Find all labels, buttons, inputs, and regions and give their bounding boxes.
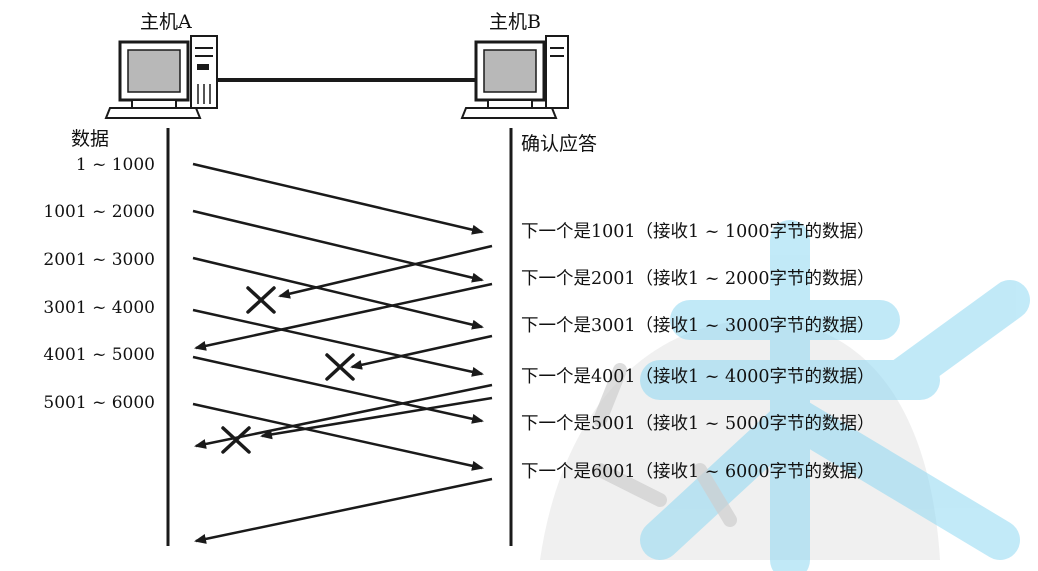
host-b-label: 主机B xyxy=(489,11,541,33)
sender-axis-label: 数据 xyxy=(71,128,110,150)
loss-markers xyxy=(221,286,355,454)
segment-label-1: 1 ~ 1000 xyxy=(75,155,155,175)
loss-x-icon-2 xyxy=(325,353,355,381)
segment-label-2: 1001 ~ 2000 xyxy=(43,202,155,222)
ack-label-5: 下一个是5001（接收1 ~ 5000字节的数据） xyxy=(521,414,875,434)
ack-label-6: 下一个是6001（接收1 ~ 6000字节的数据） xyxy=(521,462,875,482)
segment-label-3: 2001 ~ 3000 xyxy=(43,250,155,270)
ack-arrow-5-lost xyxy=(260,396,493,440)
host-a-computer-icon xyxy=(104,35,218,119)
ack-label-1: 下一个是1001（接收1 ~ 1000字节的数据） xyxy=(521,222,875,242)
ack-arrow-2 xyxy=(194,282,493,351)
loss-x-icon-1 xyxy=(246,286,276,314)
host-b-computer-icon xyxy=(460,35,569,119)
segment-label-6: 5001 ~ 6000 xyxy=(43,393,155,413)
ack-arrows xyxy=(194,244,493,544)
data-arrow-2 xyxy=(192,209,484,283)
data-arrow-1 xyxy=(192,162,484,235)
receiver-axis-label: 确认应答 xyxy=(521,133,598,155)
host-a-label: 主机A xyxy=(140,11,192,33)
segment-label-5: 4001 ~ 5000 xyxy=(43,345,155,365)
ack-label-3: 下一个是3001（接收1 ~ 3000字节的数据） xyxy=(521,316,875,336)
data-arrow-3 xyxy=(192,256,484,330)
ack-arrow-1-lost xyxy=(278,244,493,299)
data-arrow-5 xyxy=(192,355,484,424)
loss-x-icon-3 xyxy=(221,426,251,454)
ack-arrow-4 xyxy=(194,383,493,449)
segment-label-4: 3001 ~ 4000 xyxy=(43,298,155,318)
data-arrow-4 xyxy=(192,308,484,377)
ack-arrow-3-lost xyxy=(350,334,493,370)
data-arrow-6 xyxy=(192,402,484,471)
ack-label-4: 下一个是4001（接收1 ~ 4000字节的数据） xyxy=(521,367,875,387)
ack-arrow-6 xyxy=(194,477,493,544)
data-arrows xyxy=(192,162,484,471)
ack-label-2: 下一个是2001（接收1 ~ 2000字节的数据） xyxy=(521,269,875,289)
